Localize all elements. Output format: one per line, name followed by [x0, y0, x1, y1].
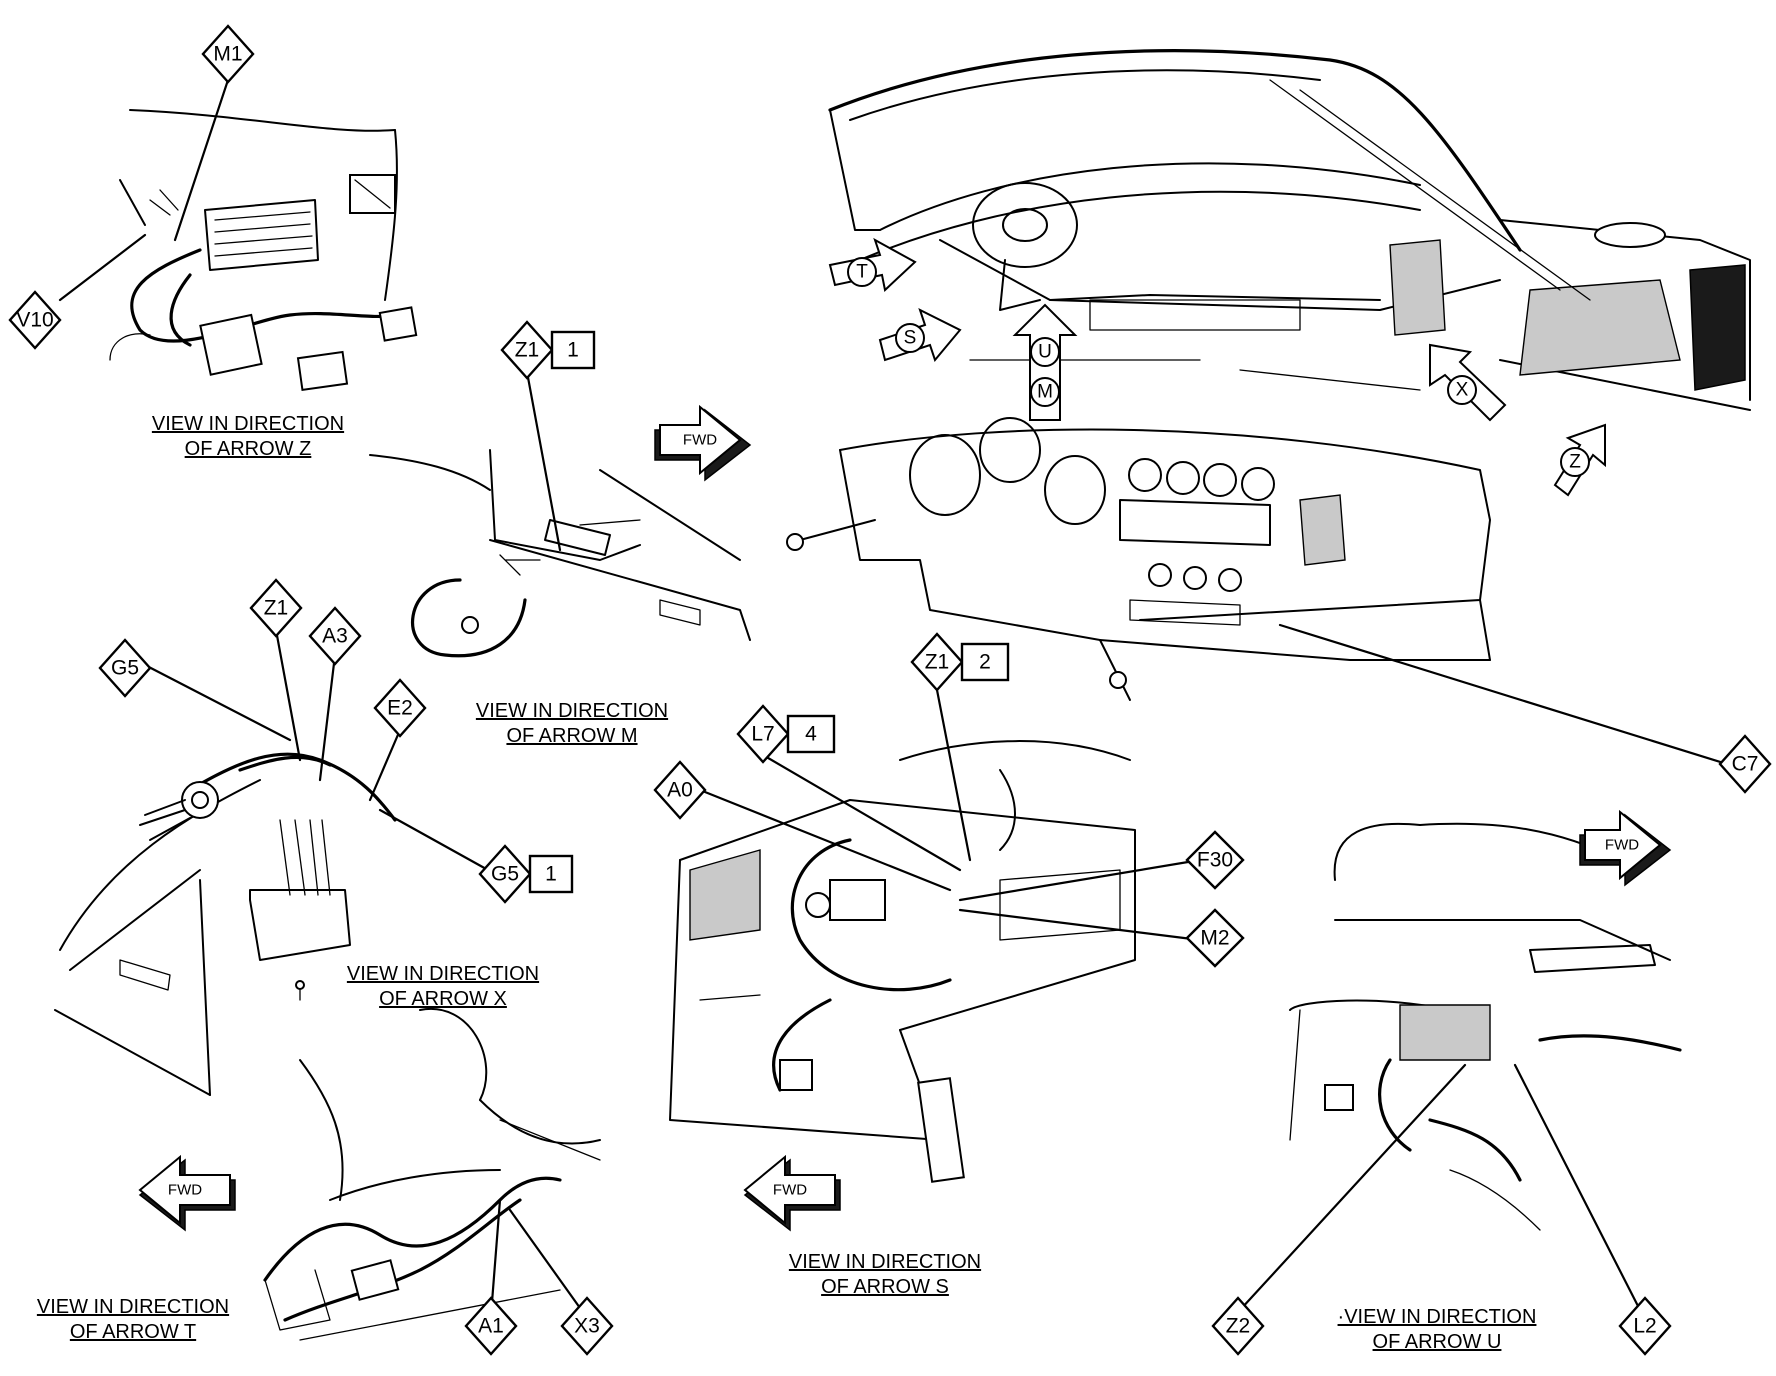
callout-a1: A1 — [464, 1296, 518, 1356]
fwd-label: FWD — [683, 432, 717, 449]
svg-text:G5: G5 — [491, 863, 519, 886]
svg-text:OF ARROW X: OF ARROW X — [379, 988, 507, 1010]
view-arrow-s: S — [878, 308, 962, 363]
view-arrow-x-label: X — [1456, 380, 1469, 401]
svg-text:L7: L7 — [751, 723, 774, 746]
view-arrow-x: X — [1429, 343, 1507, 422]
fwd-label: FWD — [168, 1182, 202, 1199]
caption-view-s: VIEW IN DIRECTION OF ARROW S — [789, 1251, 981, 1298]
fwd-arrow-left-s: FWD — [743, 1154, 841, 1232]
fwd-arrow-left-t: FWD — [138, 1154, 236, 1232]
view-arrow-u-label: U — [1038, 342, 1052, 363]
view-arrow-t-label: T — [856, 262, 868, 283]
fwd-label: FWD — [1605, 837, 1639, 854]
view-arrow-z: Z — [1553, 423, 1606, 497]
callout-z1: Z1 — [249, 578, 303, 638]
callout-l2: L2 — [1618, 1296, 1672, 1356]
svg-text:E2: E2 — [387, 697, 413, 720]
fwd-arrow-top: FWD — [654, 404, 752, 482]
svg-text:C7: C7 — [1732, 753, 1759, 776]
callout-v10: V10 — [8, 290, 62, 350]
svg-text:G5: G5 — [111, 657, 139, 680]
svg-text:M1: M1 — [213, 43, 242, 66]
caption-view-m: VIEW IN DIRECTION OF ARROW M — [476, 700, 668, 747]
fwd-label: FWD — [773, 1182, 807, 1199]
callout-a0: A0 — [653, 760, 707, 820]
callout-g5: G5 — [98, 638, 152, 698]
caption-view-t: VIEW IN DIRECTION OF ARROW T — [37, 1296, 229, 1343]
svg-text:2: 2 — [979, 651, 991, 674]
caption-view-u: ·VIEW IN DIRECTION OF ARROW U — [1338, 1306, 1537, 1353]
callout-m1: M1 — [201, 24, 255, 84]
svg-text:VIEW IN DIRECTION: VIEW IN DIRECTION — [347, 963, 539, 985]
callout-g5-1: G5 1 — [478, 844, 574, 904]
view-arrow-u-m: U M — [1012, 303, 1078, 421]
svg-text:OF ARROW S: OF ARROW S — [821, 1276, 949, 1298]
leader-lines — [58, 78, 1732, 1317]
callout-z2: Z2 — [1211, 1296, 1265, 1356]
view-m-illustration — [369, 449, 751, 658]
callout-m2: M2 — [1185, 908, 1245, 968]
callout-a3: A3 — [308, 606, 362, 666]
view-arrow-z-label: Z — [1569, 452, 1581, 473]
callout-f30: F30 — [1185, 830, 1245, 890]
caption-view-x: VIEW IN DIRECTION OF ARROW X — [347, 963, 539, 1010]
svg-text:F30: F30 — [1197, 849, 1233, 872]
view-arrow-s-label: S — [904, 328, 917, 349]
callout-z1-1: Z1 1 — [500, 320, 596, 380]
svg-text:A1: A1 — [478, 1315, 504, 1338]
svg-text:L2: L2 — [1633, 1315, 1656, 1338]
svg-text:·VIEW IN DIRECTION: ·VIEW IN DIRECTION — [1338, 1306, 1537, 1328]
svg-text:OF ARROW T: OF ARROW T — [70, 1321, 196, 1343]
svg-text:4: 4 — [805, 723, 817, 746]
view-s-illustration — [669, 740, 1136, 1183]
fwd-arrow-right: FWD — [1579, 809, 1672, 887]
callout-z1-2: Z1 2 — [910, 632, 1010, 692]
svg-text:Z1: Z1 — [515, 339, 540, 362]
svg-text:A0: A0 — [667, 779, 693, 802]
view-t-illustration — [263, 1007, 601, 1341]
svg-text:V10: V10 — [16, 309, 53, 332]
callout-c7: C7 — [1718, 734, 1772, 794]
svg-text:OF ARROW U: OF ARROW U — [1373, 1331, 1502, 1353]
svg-text:VIEW IN DIRECTION: VIEW IN DIRECTION — [476, 700, 668, 722]
view-u-illustration — [1289, 822, 1682, 1231]
callout-l7-4: L7 4 — [736, 704, 836, 764]
view-arrow-m-label: M — [1037, 382, 1053, 403]
svg-text:OF ARROW M: OF ARROW M — [506, 725, 637, 747]
callout-x3: X3 — [560, 1296, 614, 1356]
svg-text:Z1: Z1 — [264, 597, 289, 620]
view-z-illustration — [109, 109, 418, 392]
view-x-illustration — [54, 752, 397, 1096]
svg-text:X3: X3 — [574, 1315, 600, 1338]
svg-text:1: 1 — [567, 339, 579, 362]
svg-text:A3: A3 — [322, 625, 348, 648]
svg-text:VIEW IN DIRECTION: VIEW IN DIRECTION — [37, 1296, 229, 1318]
svg-text:Z2: Z2 — [1226, 1315, 1251, 1338]
svg-text:VIEW IN DIRECTION: VIEW IN DIRECTION — [152, 413, 344, 435]
svg-text:VIEW IN DIRECTION: VIEW IN DIRECTION — [789, 1251, 981, 1273]
callout-e2: E2 — [373, 678, 427, 738]
main-assembly-illustration — [786, 49, 1751, 701]
svg-text:1: 1 — [545, 863, 557, 886]
svg-text:OF ARROW Z: OF ARROW Z — [185, 438, 312, 460]
caption-view-z: VIEW IN DIRECTION OF ARROW Z — [152, 413, 344, 460]
svg-text:M2: M2 — [1200, 927, 1229, 950]
view-arrow-t: T — [828, 237, 917, 292]
svg-text:Z1: Z1 — [925, 651, 950, 674]
